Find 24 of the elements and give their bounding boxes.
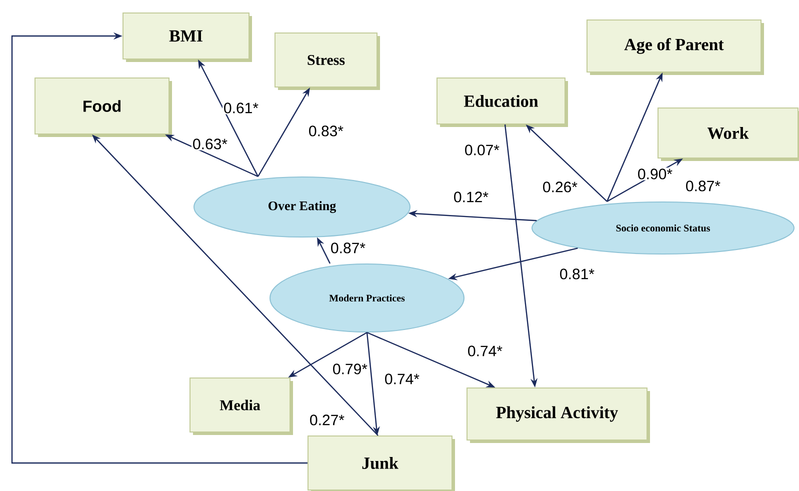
variable-box: Junk [308,436,455,491]
variable-box: BMI [122,12,252,62]
edge-label: 0.26* [542,180,579,194]
variable-box: Physical Activity [466,388,650,443]
variable-box: Age of Parent [586,20,764,75]
edge-label: 0.12* [452,190,490,204]
edge-label: 0.87* [330,242,367,254]
edge-label: 0.74* [466,344,504,358]
variable-box: Work [658,108,799,161]
variable-box: Media [190,378,293,435]
edge-label: 0.27* [308,414,346,426]
edge-label: 0.81* [558,268,596,280]
variable-box: Food [34,78,172,137]
edge-label: 0.79* [332,362,369,376]
variable-box: Education [436,78,568,127]
edge-label: 0.63* [192,138,229,150]
edge-label: 0.61* [222,102,260,114]
edge-label: 0.83* [308,124,345,138]
edge-label: 0.90* [636,168,674,180]
edge-label: 0.74* [384,372,421,386]
variable-box: Stress [274,32,380,90]
arrow [11,32,308,464]
edge-label: 0.87* [684,180,722,192]
edge-label: 0.07* [464,144,501,156]
